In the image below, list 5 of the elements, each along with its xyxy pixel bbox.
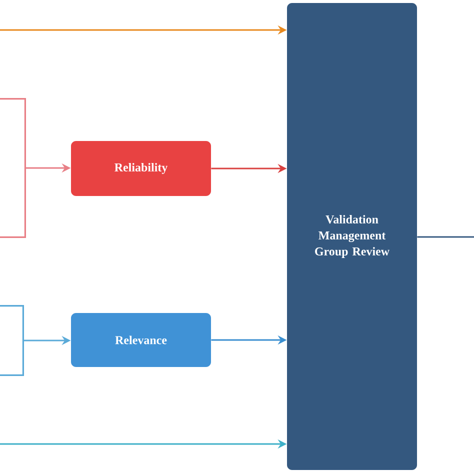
process-box: Validation Management Group Review <box>287 3 417 470</box>
process-box: Reliability <box>71 141 211 196</box>
process-box: Relevance <box>71 313 211 367</box>
bracket <box>0 98 26 238</box>
bracket <box>0 305 24 376</box>
